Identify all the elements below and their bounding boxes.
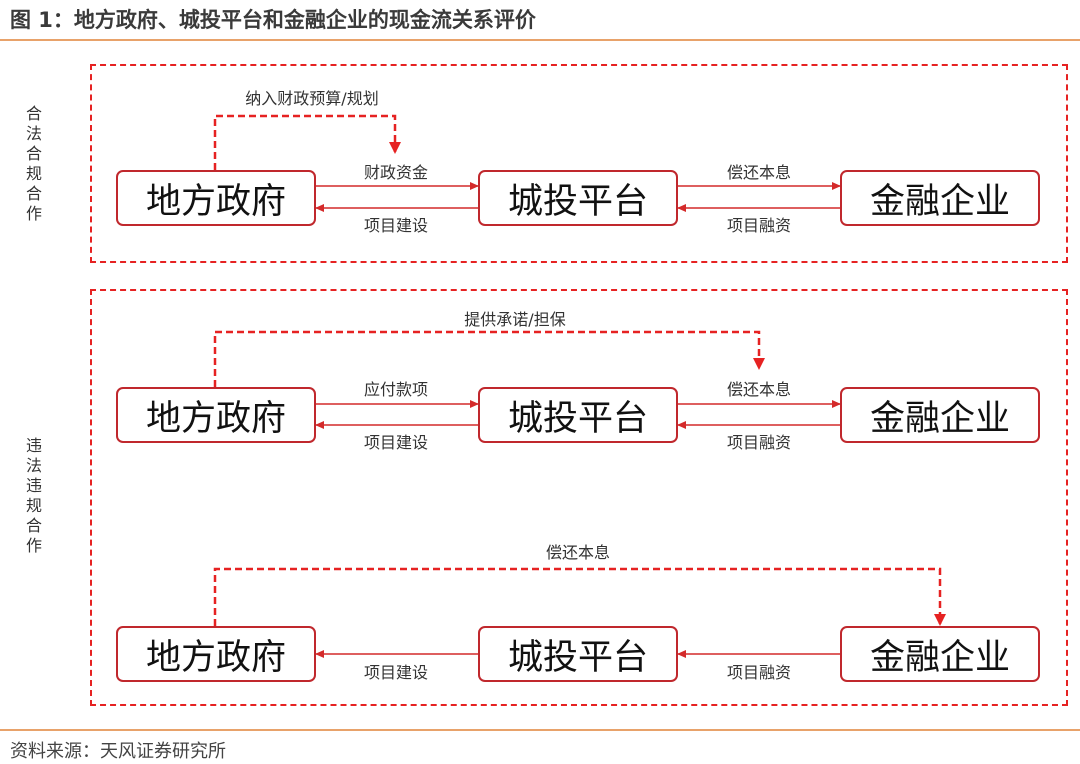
source-note: 资料来源：天风证券研究所: [10, 741, 226, 762]
source-divider: [0, 729, 1080, 731]
row1-platform-to-gov-label: 项目建设: [363, 216, 429, 235]
row2-gov-to-platform-label: 应付款项: [363, 380, 429, 399]
row2-top-label: 提供承诺/担保: [464, 310, 566, 329]
row3-node-platform: 城投平台: [478, 626, 678, 682]
row2-node-finance: 金融企业: [840, 387, 1040, 443]
row1-node-government: 地方政府: [116, 170, 316, 226]
row2-node-government: 地方政府: [116, 387, 316, 443]
section-illegal: [90, 289, 1068, 706]
title-divider: [0, 39, 1080, 41]
row1-gov-to-platform-label: 财政资金: [363, 163, 429, 182]
section-legal: [90, 64, 1068, 263]
section-illegal-label: 违法违规合作: [25, 436, 42, 555]
row1-node-platform: 城投平台: [478, 170, 678, 226]
row2-node-platform: 城投平台: [478, 387, 678, 443]
row3-top-label: 偿还本息: [545, 543, 611, 562]
row3-platform-to-gov-label: 项目建设: [363, 663, 429, 682]
row1-flows: [213, 114, 841, 212]
section-legal-label: 合法合规合作: [25, 104, 42, 223]
row3-flows: [213, 567, 946, 658]
row2-platform-to-gov-label: 项目建设: [363, 433, 429, 452]
row1-platform-to-finance-label: 偿还本息: [726, 163, 792, 182]
row3-node-finance: 金融企业: [840, 626, 1040, 682]
row2-platform-to-finance-label: 偿还本息: [726, 380, 792, 399]
row1-node-finance: 金融企业: [840, 170, 1040, 226]
row3-node-government: 地方政府: [116, 626, 316, 682]
row3-finance-to-platform-label: 项目融资: [726, 663, 792, 682]
row3-repayment-dashed-arrow: [213, 567, 946, 626]
row1-top-label: 纳入财政预算/规划: [245, 89, 379, 108]
row2-finance-to-platform-label: 项目融资: [726, 433, 792, 452]
row2-guarantee-dashed-arrow: [213, 330, 765, 387]
row1-finance-to-platform-label: 项目融资: [726, 216, 792, 235]
row1-budget-dashed-arrow: [213, 114, 401, 170]
row2-flows: [213, 330, 841, 429]
figure-title: 图 1：地方政府、城投平台和金融企业的现金流关系评价: [10, 8, 536, 32]
